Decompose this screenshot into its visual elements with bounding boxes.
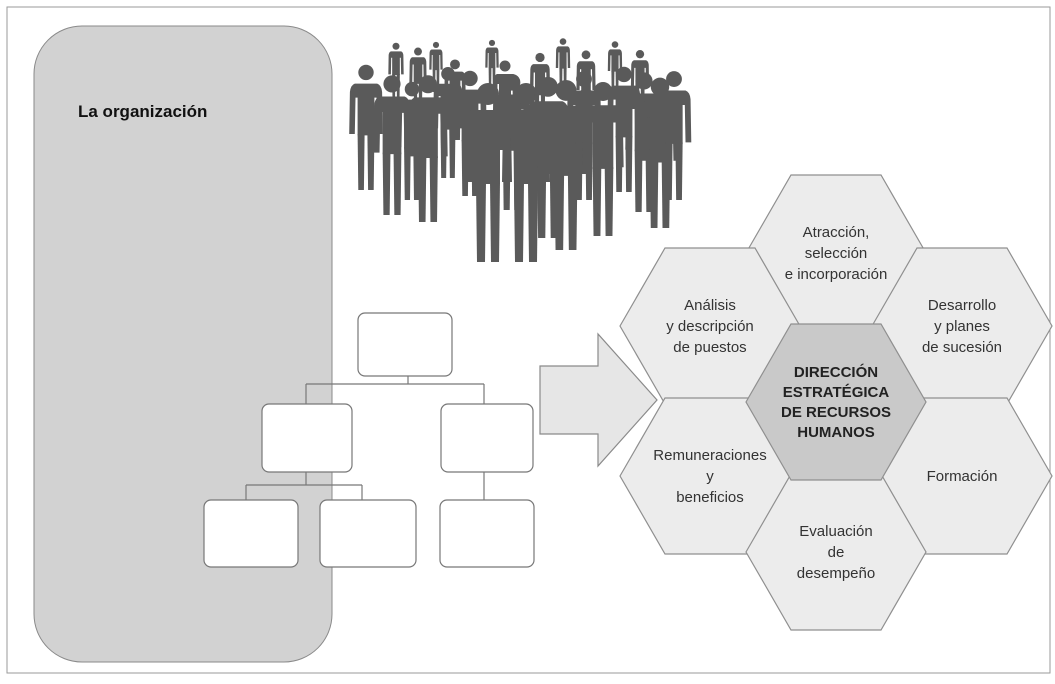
hexagon-lower-left: Remuneraciones y beneficios [619, 397, 801, 555]
hexagon-label-line: de [828, 544, 845, 561]
org-box-top [357, 312, 453, 377]
hexagon-label-line: y planes [934, 318, 990, 335]
hexagon-upper-left: Análisis y descripción de puestos [619, 247, 801, 405]
hexagon-label-line: DE RECURSOS [781, 404, 891, 421]
person-silhouette [444, 59, 466, 140]
org-chart-connectors [245, 376, 485, 500]
hexagon-shape [745, 323, 927, 481]
hexagon-label-line: beneficios [676, 489, 744, 506]
outer-frame [6, 6, 1051, 674]
hexagon-upper-right: Desarrollo y planes de sucesión [871, 247, 1053, 405]
org-box-bottom-left [203, 499, 299, 568]
people-crowd-icon [349, 38, 692, 262]
person-silhouette [409, 47, 427, 112]
hexagon-label-line: Desarrollo [928, 297, 996, 314]
person-silhouette [529, 52, 551, 128]
hexagon-label-line: y [706, 468, 714, 485]
hexagon-label-line: HUMANOS [797, 424, 875, 441]
flow-arrow-icon [539, 332, 658, 468]
organization-title: La organización [78, 102, 207, 121]
person-silhouette [656, 71, 692, 200]
hexagon-label-line: desempeño [797, 565, 875, 582]
person-silhouette [388, 42, 404, 100]
hexagon-label-line: Análisis [684, 297, 736, 314]
person-silhouette [630, 49, 650, 118]
hexagon-label-line: DIRECCIÓN [794, 363, 878, 381]
org-box-mid-right [440, 403, 534, 473]
person-silhouette [485, 39, 499, 90]
hexagon-label-line: e incorporación [785, 266, 888, 283]
person-silhouette [582, 82, 624, 236]
hexagon-label-line: selección [805, 245, 868, 262]
hexagon-label-line: Formación [927, 468, 998, 485]
person-silhouette [555, 38, 571, 92]
org-box-bottom-right [439, 499, 535, 568]
org-box-bottom-center [319, 499, 417, 568]
person-silhouette [429, 41, 443, 92]
hexagon-label-line: Atracción, [803, 224, 870, 241]
hexagon-label-line: y descripción [666, 318, 754, 335]
hexagon-label-line: Evaluación [799, 523, 872, 540]
hexagon-label-line: de sucesión [922, 339, 1002, 356]
hexagon-bottom: Evaluación de desempeño [745, 473, 927, 631]
hexagon-label-line: de puestos [673, 339, 746, 356]
person-silhouette [607, 41, 623, 95]
hexagon-label-line: ESTRATÉGICA [783, 384, 890, 401]
org-chart [203, 312, 535, 568]
hexagon-center: DIRECCIÓN ESTRATÉGICA DE RECURSOS HUMANOS [745, 323, 927, 481]
person-silhouette [493, 60, 517, 150]
person-silhouette [576, 50, 596, 122]
hexagon-label-line: Remuneraciones [653, 447, 766, 464]
org-box-mid-left [261, 403, 353, 473]
person-silhouette [349, 64, 383, 190]
